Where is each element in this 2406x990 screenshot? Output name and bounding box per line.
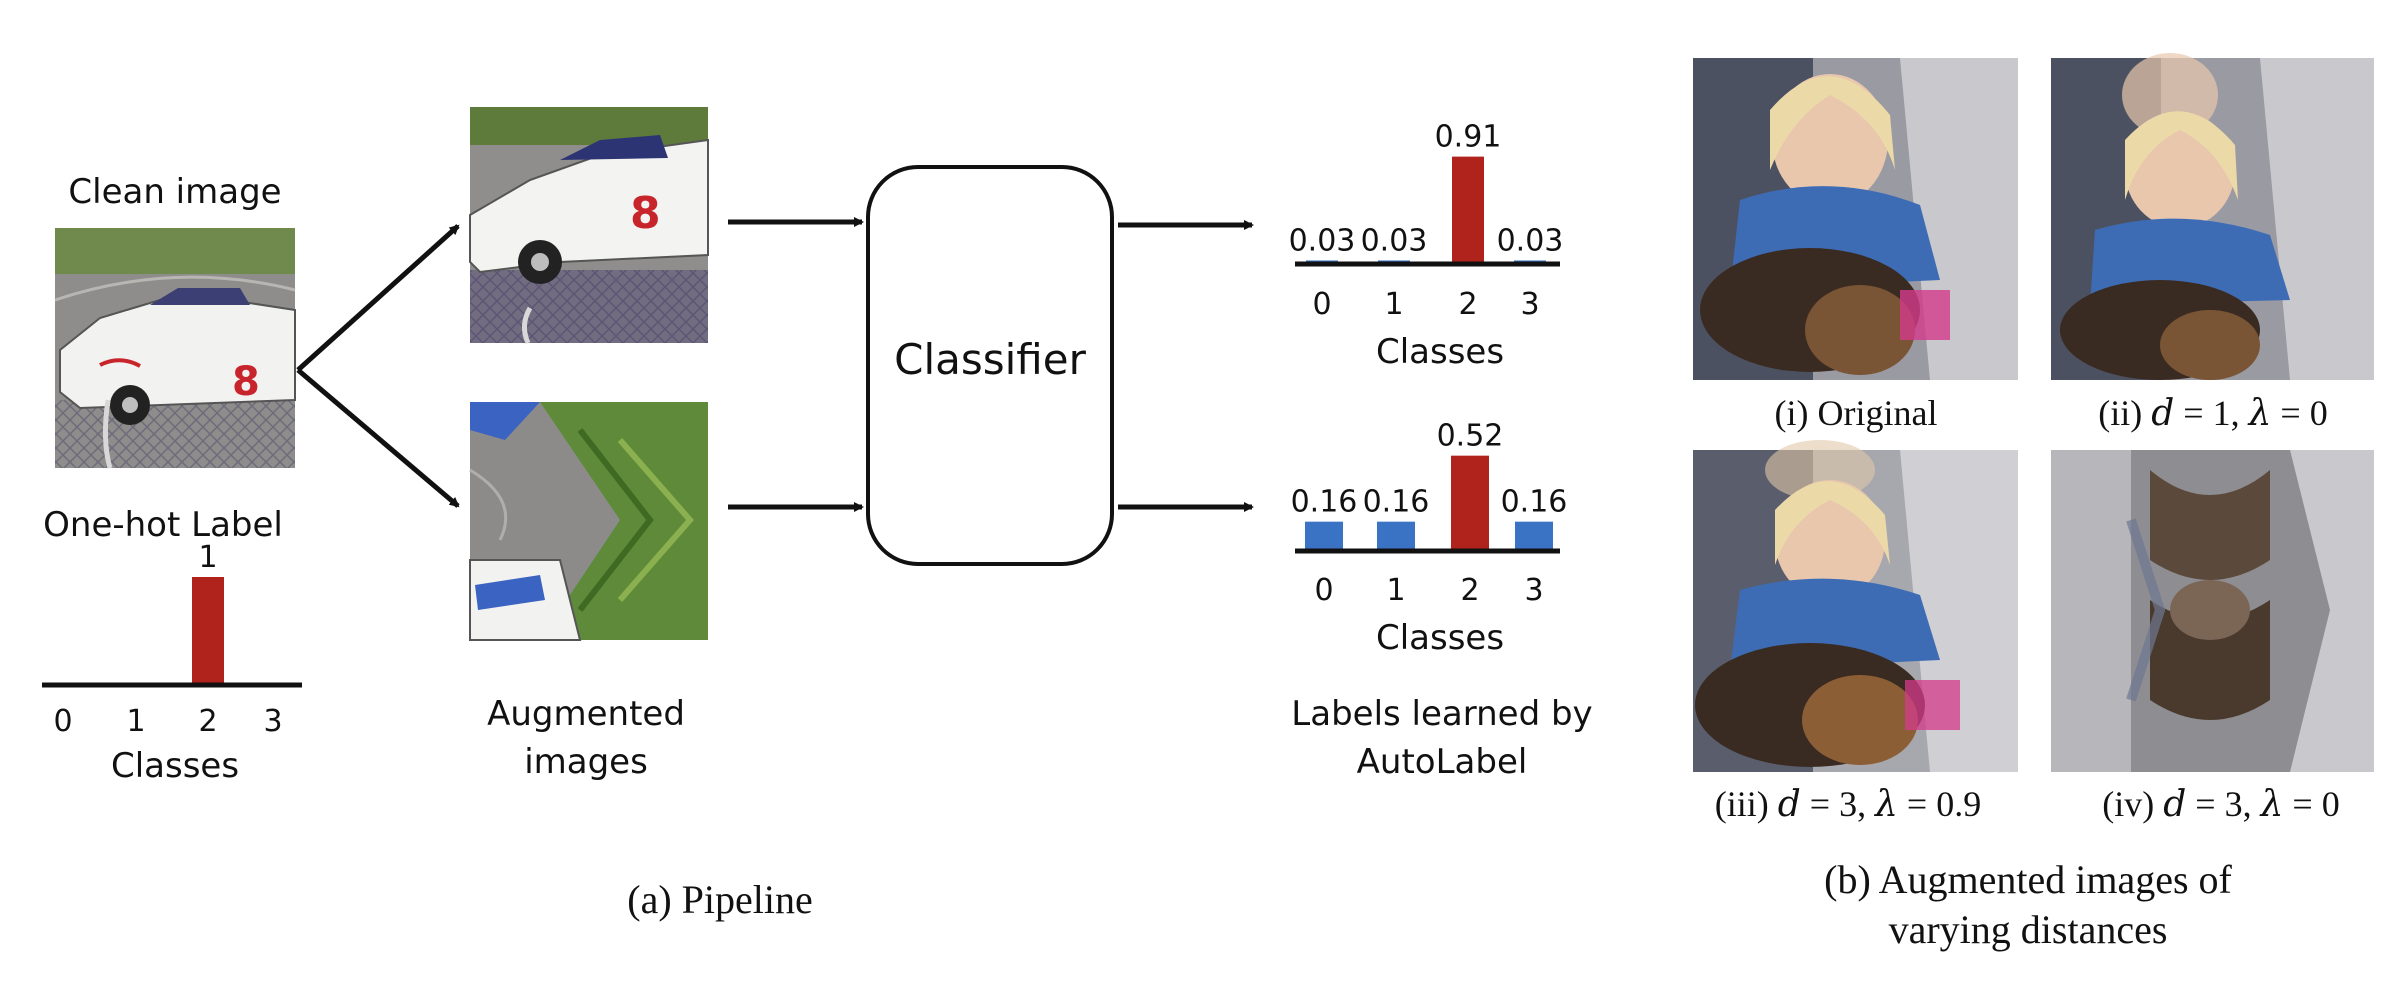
augmented-caption-line2: varying distances (1889, 907, 2168, 952)
caption-d3-lambda0: (iv) d = 3, λ = 0 (2102, 784, 2339, 825)
svg-text:8: 8 (232, 359, 260, 405)
classifier-label: Classifier (894, 335, 1086, 384)
one-hot-label-title: One-hot Label (43, 505, 283, 545)
clean-image-label: Clean image (68, 172, 281, 212)
out2-x-axis-label: Classes (1376, 618, 1504, 658)
arrow-to-augmented-top (296, 224, 460, 372)
caption-d1-lambda0: (ii) d = 1, λ = 0 (2098, 393, 2327, 434)
out1-value-label-2: 0.91 (1435, 120, 1502, 155)
child-image-d3-lambda09 (1693, 440, 2018, 772)
classifier-box (866, 165, 1114, 566)
out1-tick-label-2: 2 (1458, 287, 1477, 322)
out2-tick-label-0: 0 (1314, 573, 1333, 608)
onehot-tick-label-3: 3 (263, 704, 282, 739)
out1-value-label-0: 0.03 (1289, 223, 1356, 258)
out2-bar-0 (1305, 521, 1343, 551)
out1-bar-2 (1452, 156, 1484, 264)
out2-value-label-1: 0.16 (1363, 485, 1430, 520)
arrow-to-augmented-bottom (296, 368, 460, 508)
out2-bar-2 (1451, 455, 1489, 551)
out2-value-label-2: 0.52 (1437, 419, 1504, 454)
labels-learned-line2: AutoLabel (1357, 742, 1528, 782)
child-image-original (1693, 58, 2018, 380)
out2-value-label-3: 0.16 (1501, 485, 1568, 520)
augmented-caption-line1: (b) Augmented images of (1824, 857, 2232, 902)
out2-tick-label-2: 2 (1460, 573, 1479, 608)
onehot-value-label-2: 1 (198, 540, 217, 575)
onehot-x-axis-label: Classes (111, 746, 239, 786)
child-image-d1-lambda0 (2051, 53, 2374, 380)
svg-text:8: 8 (630, 188, 661, 239)
out1-tick-label-1: 1 (1384, 287, 1403, 322)
augmented-images-label-line2: images (524, 742, 648, 782)
pipeline-caption: (a) Pipeline (627, 877, 813, 922)
onehot-tick-label-1: 1 (126, 704, 145, 739)
onehot-tick-label-0: 0 (53, 704, 72, 739)
out1-tick-label-0: 0 (1312, 287, 1331, 322)
caption-d3-lambda09: (iii) d = 3, λ = 0.9 (1715, 784, 1981, 825)
out2-bar-3 (1515, 521, 1553, 551)
out2-value-label-0: 0.16 (1291, 485, 1358, 520)
out1-tick-label-3: 3 (1520, 287, 1539, 322)
out2-bar-1 (1377, 521, 1415, 551)
clean-image-photo: 8 (54, 228, 296, 469)
onehot-bar-2 (192, 577, 224, 685)
augmented-images-label-line1: Augmented (487, 694, 685, 734)
out2-tick-label-3: 3 (1524, 573, 1543, 608)
out1-x-axis-label: Classes (1376, 332, 1504, 372)
caption-original: (i) Original (1775, 393, 1938, 433)
child-image-d3-lambda0 (2051, 450, 2374, 772)
augmented-image-bottom (469, 402, 708, 641)
out1-value-label-1: 0.03 (1361, 223, 1428, 258)
onehot-tick-label-2: 2 (198, 704, 217, 739)
labels-learned-line1: Labels learned by (1291, 694, 1592, 734)
augmented-image-top: 8 (469, 107, 709, 345)
out1-value-label-3: 0.03 (1497, 223, 1564, 258)
out2-tick-label-1: 1 (1386, 573, 1405, 608)
